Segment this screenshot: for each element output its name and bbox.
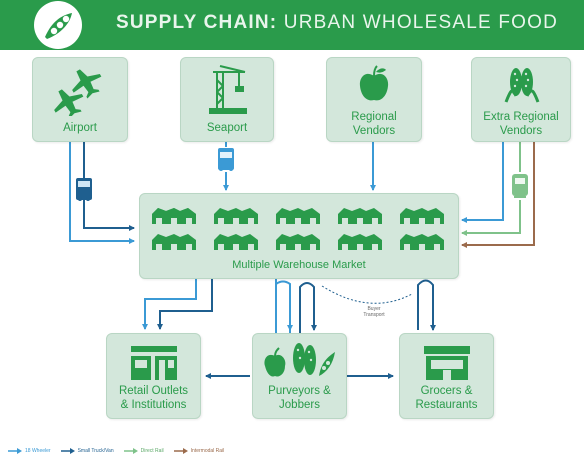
arrow-wh-retail-18wheeler — [142, 279, 197, 330]
arrow-wh-retail-smalltruck — [157, 279, 213, 330]
arrow-wh-purveyors-18wheeler — [275, 279, 291, 338]
legend-item-direct-rail: Direct Rail — [123, 448, 164, 454]
airplanes-icon — [53, 64, 109, 121]
retail-outlets-label: Retail Outlets & Institutions — [118, 385, 189, 411]
arrow-airport-18wheeler — [69, 140, 135, 244]
buyer-transport-note: Buyer Transport — [363, 306, 385, 318]
purveyors-jobbers-label: Purveyors & Jobbers — [268, 385, 331, 411]
arrow-extra-18wheeler — [461, 140, 504, 223]
node-retail-outlets: Retail Outlets & Institutions — [106, 333, 201, 419]
node-seaport: Seaport — [180, 57, 274, 142]
train-icon — [512, 174, 528, 198]
legend-item-18-wheeler: 18 Wheeler — [8, 448, 51, 454]
title-rest: URBAN WHOLESALE FOOD — [277, 12, 559, 33]
crane-icon — [205, 64, 251, 121]
pea-pod-icon — [34, 1, 82, 49]
node-regional-vendors: Regional Vendors — [326, 57, 422, 142]
extra-regional-vendors-label: Extra Regional Vendors — [483, 111, 559, 137]
seaport-label: Seaport — [206, 122, 248, 134]
header-bar: SUPPLY CHAIN: URBAN WHOLESALE FOOD — [0, 0, 584, 50]
legend-label: 18 Wheeler — [25, 448, 51, 454]
arrow-extra-directrail — [462, 140, 521, 233]
node-airport: Airport — [32, 57, 128, 142]
arrow-extra-intermodal — [461, 140, 535, 248]
legend-item-intermodal-rail: Intermodal Rail — [173, 448, 225, 454]
store-icon — [424, 346, 470, 385]
legend: 18 Wheeler Small Truck/Van Direct Rail I… — [8, 446, 224, 456]
node-purveyors-jobbers: Purveyors & Jobbers — [252, 333, 347, 419]
legend-label: Direct Rail — [140, 448, 164, 454]
warehouse-grid — [152, 206, 446, 257]
storefront-icon — [131, 346, 177, 385]
warehouse-label: Multiple Warehouse Market — [232, 259, 366, 271]
node-warehouse-market: Multiple Warehouse Market — [139, 193, 459, 279]
truck-icon — [76, 178, 92, 201]
node-grocers-restaurants: Grocers & Restaurants — [399, 333, 494, 419]
arrow-airport-smalltruck — [83, 140, 135, 231]
arrow-wh-grocers — [417, 279, 436, 331]
buyer-transport-dashed — [321, 285, 413, 304]
regional-vendors-label: Regional Vendors — [351, 111, 397, 137]
grocers-restaurants-label: Grocers & Restaurants — [415, 385, 478, 411]
page-title: SUPPLY CHAIN: URBAN WHOLESALE FOOD — [116, 12, 558, 34]
legend-item-small-truck: Small Truck/Van — [60, 448, 114, 454]
title-prefix: SUPPLY CHAIN: — [116, 12, 278, 33]
legend-label: Intermodal Rail — [190, 448, 225, 454]
legend-label: Small Truck/Van — [77, 448, 114, 454]
corn-icon — [500, 62, 544, 111]
18-wheeler-icon — [218, 148, 234, 171]
arrow-wh-purveyors-smalltruck — [299, 282, 317, 338]
produce-icon — [263, 338, 337, 387]
node-extra-regional-vendors: Extra Regional Vendors — [471, 57, 571, 142]
apple-icon — [357, 64, 391, 109]
airport-label: Airport — [63, 122, 97, 134]
